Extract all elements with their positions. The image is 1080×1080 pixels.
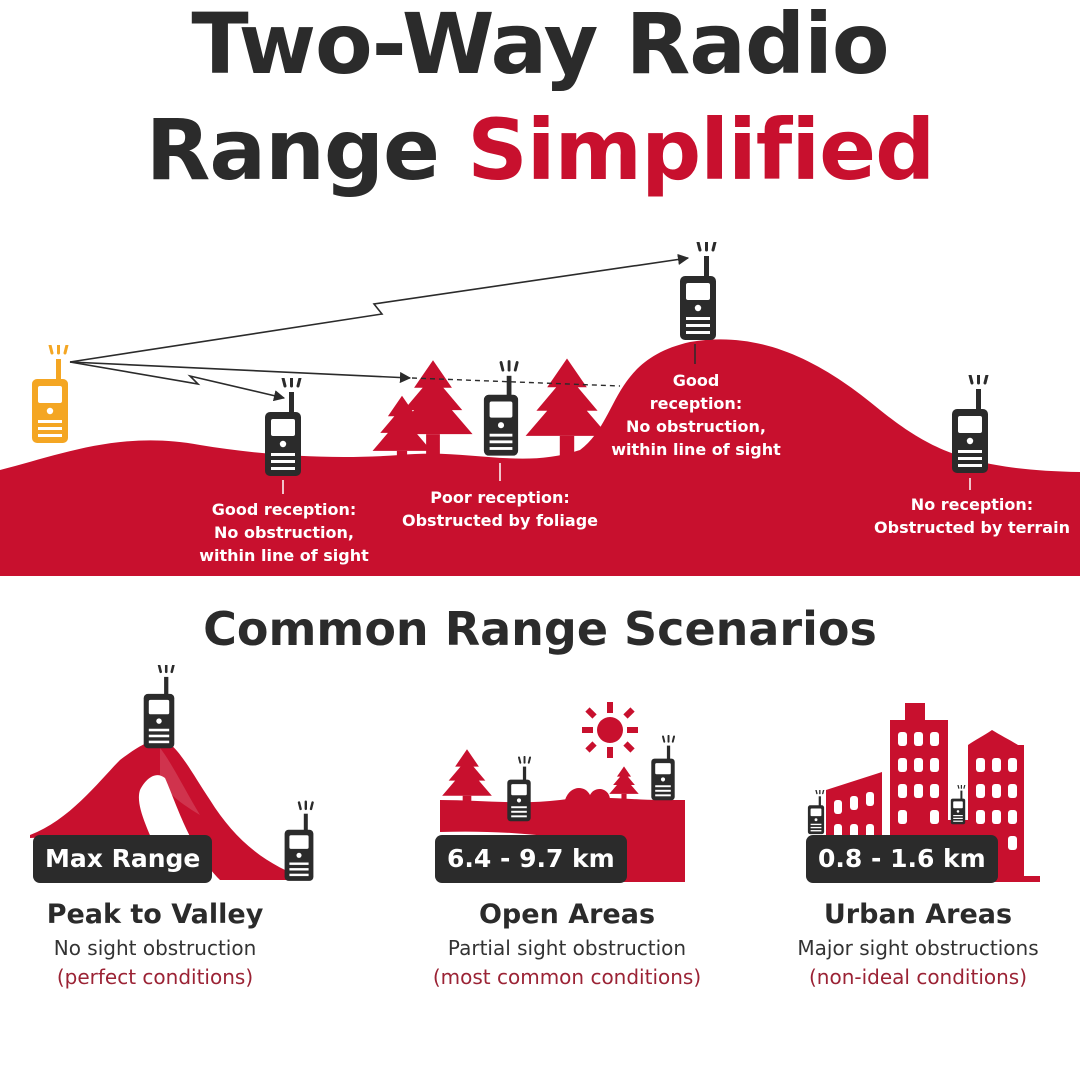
page-title-line1: Two-Way Radio [191,0,889,93]
tree-icon [442,749,492,809]
radio-icon [950,785,966,825]
title-plain-word: Range [145,101,440,199]
title-accent-word: Simplified [467,101,935,199]
scenario-title: Urban Areas [823,899,1013,930]
transmitter-radio-icon [30,345,70,445]
radio-icon [482,360,520,458]
range-badge-open: 6.4 - 9.7 km [435,835,627,883]
range-diagram [0,242,1080,576]
scenario-note: (non-ideal conditions) [808,965,1028,989]
scenario-card-urban: Urban Areas Major sight obstructions (no… [748,896,1080,992]
sun-icon [582,702,638,758]
signal-path-valley [69,361,286,402]
reception-label-forest: Poor reception: Obstructed by foliage [402,488,598,530]
range-badge-peak: Max Range [33,835,213,883]
scenario-description: Partial sight obstruction [447,936,687,960]
radio-icon [650,735,676,802]
reception-label-terrain: No reception: Obstructed by terrain [874,495,1070,537]
range-badge-urban: 0.8 - 1.6 km [806,835,998,883]
radio-icon [950,375,990,475]
radio-icon [807,790,825,835]
radio-icon [263,378,303,478]
terrain-shape [0,339,1080,576]
mountain-shape [30,740,310,880]
reception-label-valley: Good reception: No obstruction, within l… [199,500,369,565]
scenario-title: Peak to Valley [46,899,264,930]
radio-icon [506,756,532,823]
radio-icon [678,242,718,342]
scenario-note: (most common conditions) [432,965,702,989]
radio-icon [142,665,176,750]
reception-label-hill: Good reception: No obstruction, within l… [611,371,781,459]
tree-icon [609,766,639,802]
scenario-title: Open Areas [478,899,656,930]
scenario-description: Major sight obstructions [797,936,1039,960]
signal-path-blocked [411,377,621,387]
page-title-line2: Range Simplified [0,108,1080,192]
scenario-note: (perfect conditions) [56,965,254,989]
signal-path-forest [69,361,412,384]
scenario-description: No sight obstruction [53,936,257,960]
section-title: Common Range Scenarios [203,602,877,656]
radio-icon [283,800,315,883]
peak-valley-illustration [30,665,315,883]
scenario-card-open: Open Areas Partial sight obstruction (mo… [397,896,737,992]
signal-path-hill [69,253,690,363]
scenario-card-peak: Peak to Valley No sight obstruction (per… [0,896,325,992]
